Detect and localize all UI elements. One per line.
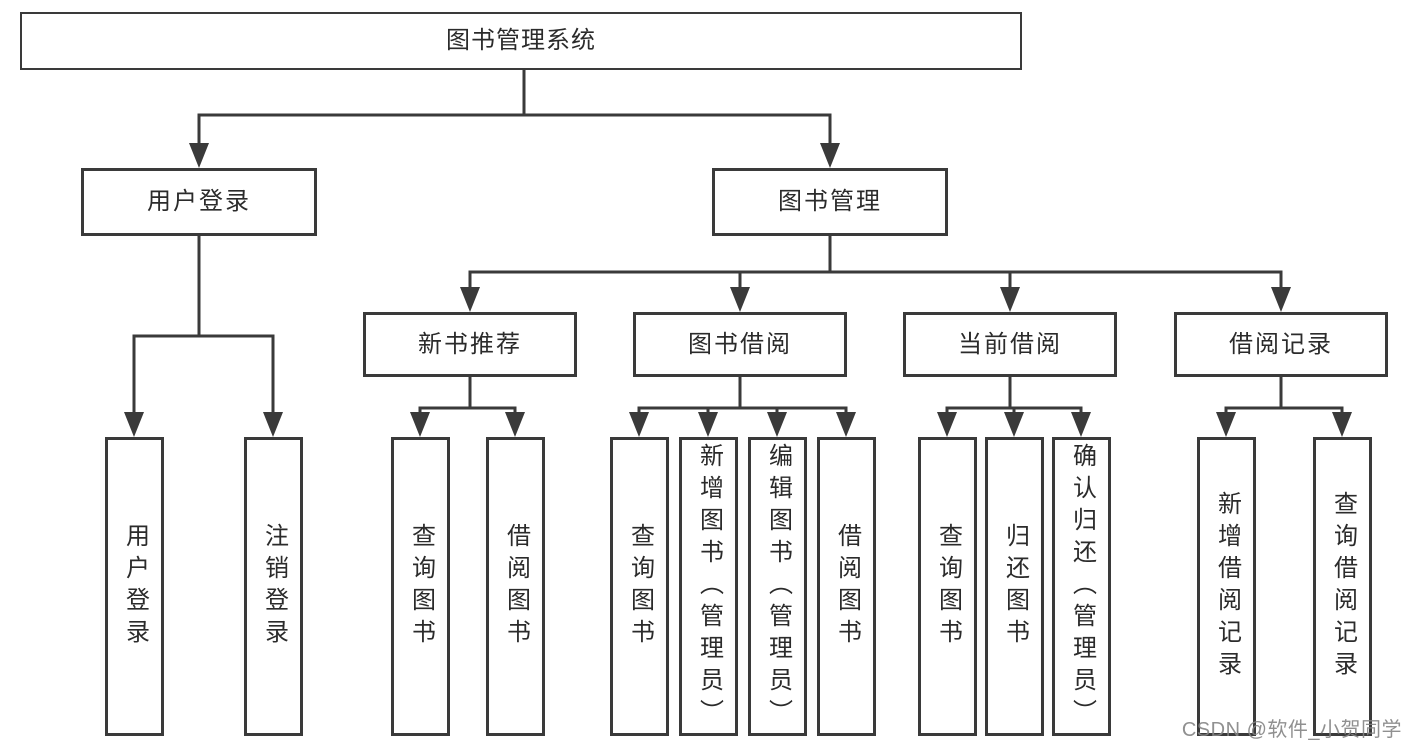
- node-leaf-borrow-books-2: 借阅图书: [817, 437, 876, 736]
- node-label: 图书管理: [778, 188, 882, 215]
- node-leaf-query-books: 查询图书: [391, 437, 450, 736]
- node-library-management-system: 图书管理系统: [20, 12, 1022, 70]
- node-leaf-query-borrow-record: 查询借阅记录: [1313, 437, 1372, 736]
- node-label: 用户登录: [121, 522, 149, 651]
- node-leaf-return-books: 归还图书: [985, 437, 1044, 736]
- node-label: 归还图书: [1001, 522, 1029, 651]
- node-label: 当前借阅: [958, 330, 1062, 358]
- node-new-book-recommend: 新书推荐: [363, 312, 577, 377]
- node-label: 编辑图书（管理员）: [764, 442, 792, 731]
- node-leaf-user-login: 用户登录: [105, 437, 164, 736]
- node-label: 借阅图书: [502, 522, 530, 651]
- node-label: 借阅图书: [833, 522, 861, 651]
- node-book-management: 图书管理: [712, 168, 948, 236]
- node-label: 新增借阅记录: [1213, 490, 1241, 683]
- node-label: 查询图书: [934, 522, 962, 651]
- node-current-borrowing: 当前借阅: [903, 312, 1117, 377]
- node-borrowing-records: 借阅记录: [1174, 312, 1388, 377]
- arrowheads: [124, 143, 1352, 437]
- node-leaf-edit-books-admin: 编辑图书（管理员）: [748, 437, 807, 736]
- node-leaf-logout: 注销登录: [244, 437, 303, 736]
- node-book-borrowing: 图书借阅: [633, 312, 847, 377]
- node-label: 注销登录: [260, 522, 288, 651]
- node-leaf-confirm-return-admin: 确认归还（管理员）: [1052, 437, 1111, 736]
- node-leaf-query-books-3: 查询图书: [918, 437, 977, 736]
- node-label: 查询借阅记录: [1329, 490, 1357, 683]
- node-user-login: 用户登录: [81, 168, 317, 236]
- node-leaf-borrow-books: 借阅图书: [486, 437, 545, 736]
- node-label: 查询图书: [407, 522, 435, 651]
- node-label: 查询图书: [626, 522, 654, 651]
- node-leaf-add-borrow-record: 新增借阅记录: [1197, 437, 1256, 736]
- csdn-watermark: CSDN @软件_小贺同学: [1181, 719, 1402, 741]
- node-label: 新增图书（管理员）: [695, 442, 723, 731]
- node-label: 新书推荐: [418, 330, 522, 358]
- node-label: 图书借阅: [688, 330, 792, 358]
- node-leaf-query-books-2: 查询图书: [610, 437, 669, 736]
- node-label: 用户登录: [147, 188, 251, 215]
- node-label: 图书管理系统: [446, 27, 596, 54]
- node-leaf-add-books-admin: 新增图书（管理员）: [679, 437, 738, 736]
- node-label: 借阅记录: [1229, 330, 1333, 358]
- node-label: 确认归还（管理员）: [1068, 442, 1096, 731]
